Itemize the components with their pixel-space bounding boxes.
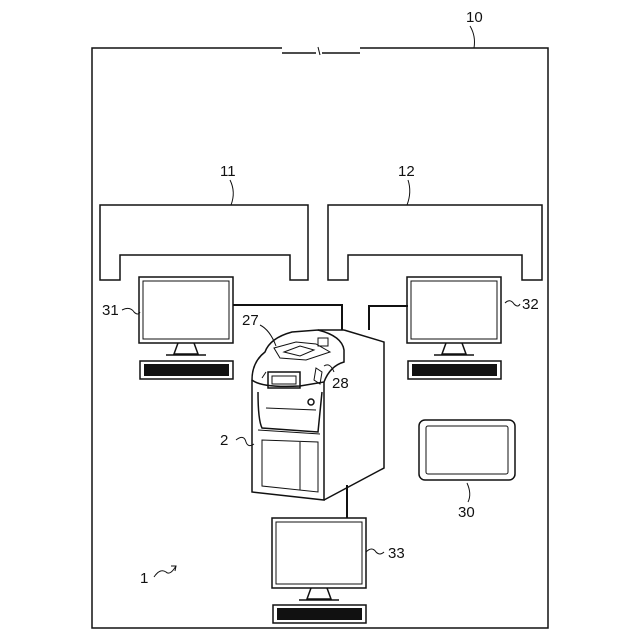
label-monitor-right: 32 — [522, 296, 539, 313]
label-counter-left: 11 — [220, 163, 236, 180]
monitor-left — [139, 277, 233, 379]
label-part-28: 28 — [332, 375, 349, 392]
label-part-27: 27 — [242, 312, 259, 329]
label-system: 1 — [140, 570, 148, 587]
label-machine: 2 — [220, 432, 228, 449]
monitor-right — [407, 277, 501, 379]
tablet — [419, 420, 515, 480]
cash-machine — [252, 330, 384, 500]
monitor-bottom — [272, 518, 366, 623]
keyboard-keys — [144, 364, 229, 376]
counter-left — [100, 205, 308, 280]
label-monitor-left: 31 — [102, 302, 119, 319]
counter-right — [328, 205, 542, 280]
label-tablet: 30 — [458, 504, 475, 521]
leader-lines — [122, 26, 520, 577]
label-monitor-bottom: 33 — [388, 545, 405, 562]
label-counter-right: 12 — [398, 163, 415, 180]
label-room: 10 — [466, 9, 483, 26]
